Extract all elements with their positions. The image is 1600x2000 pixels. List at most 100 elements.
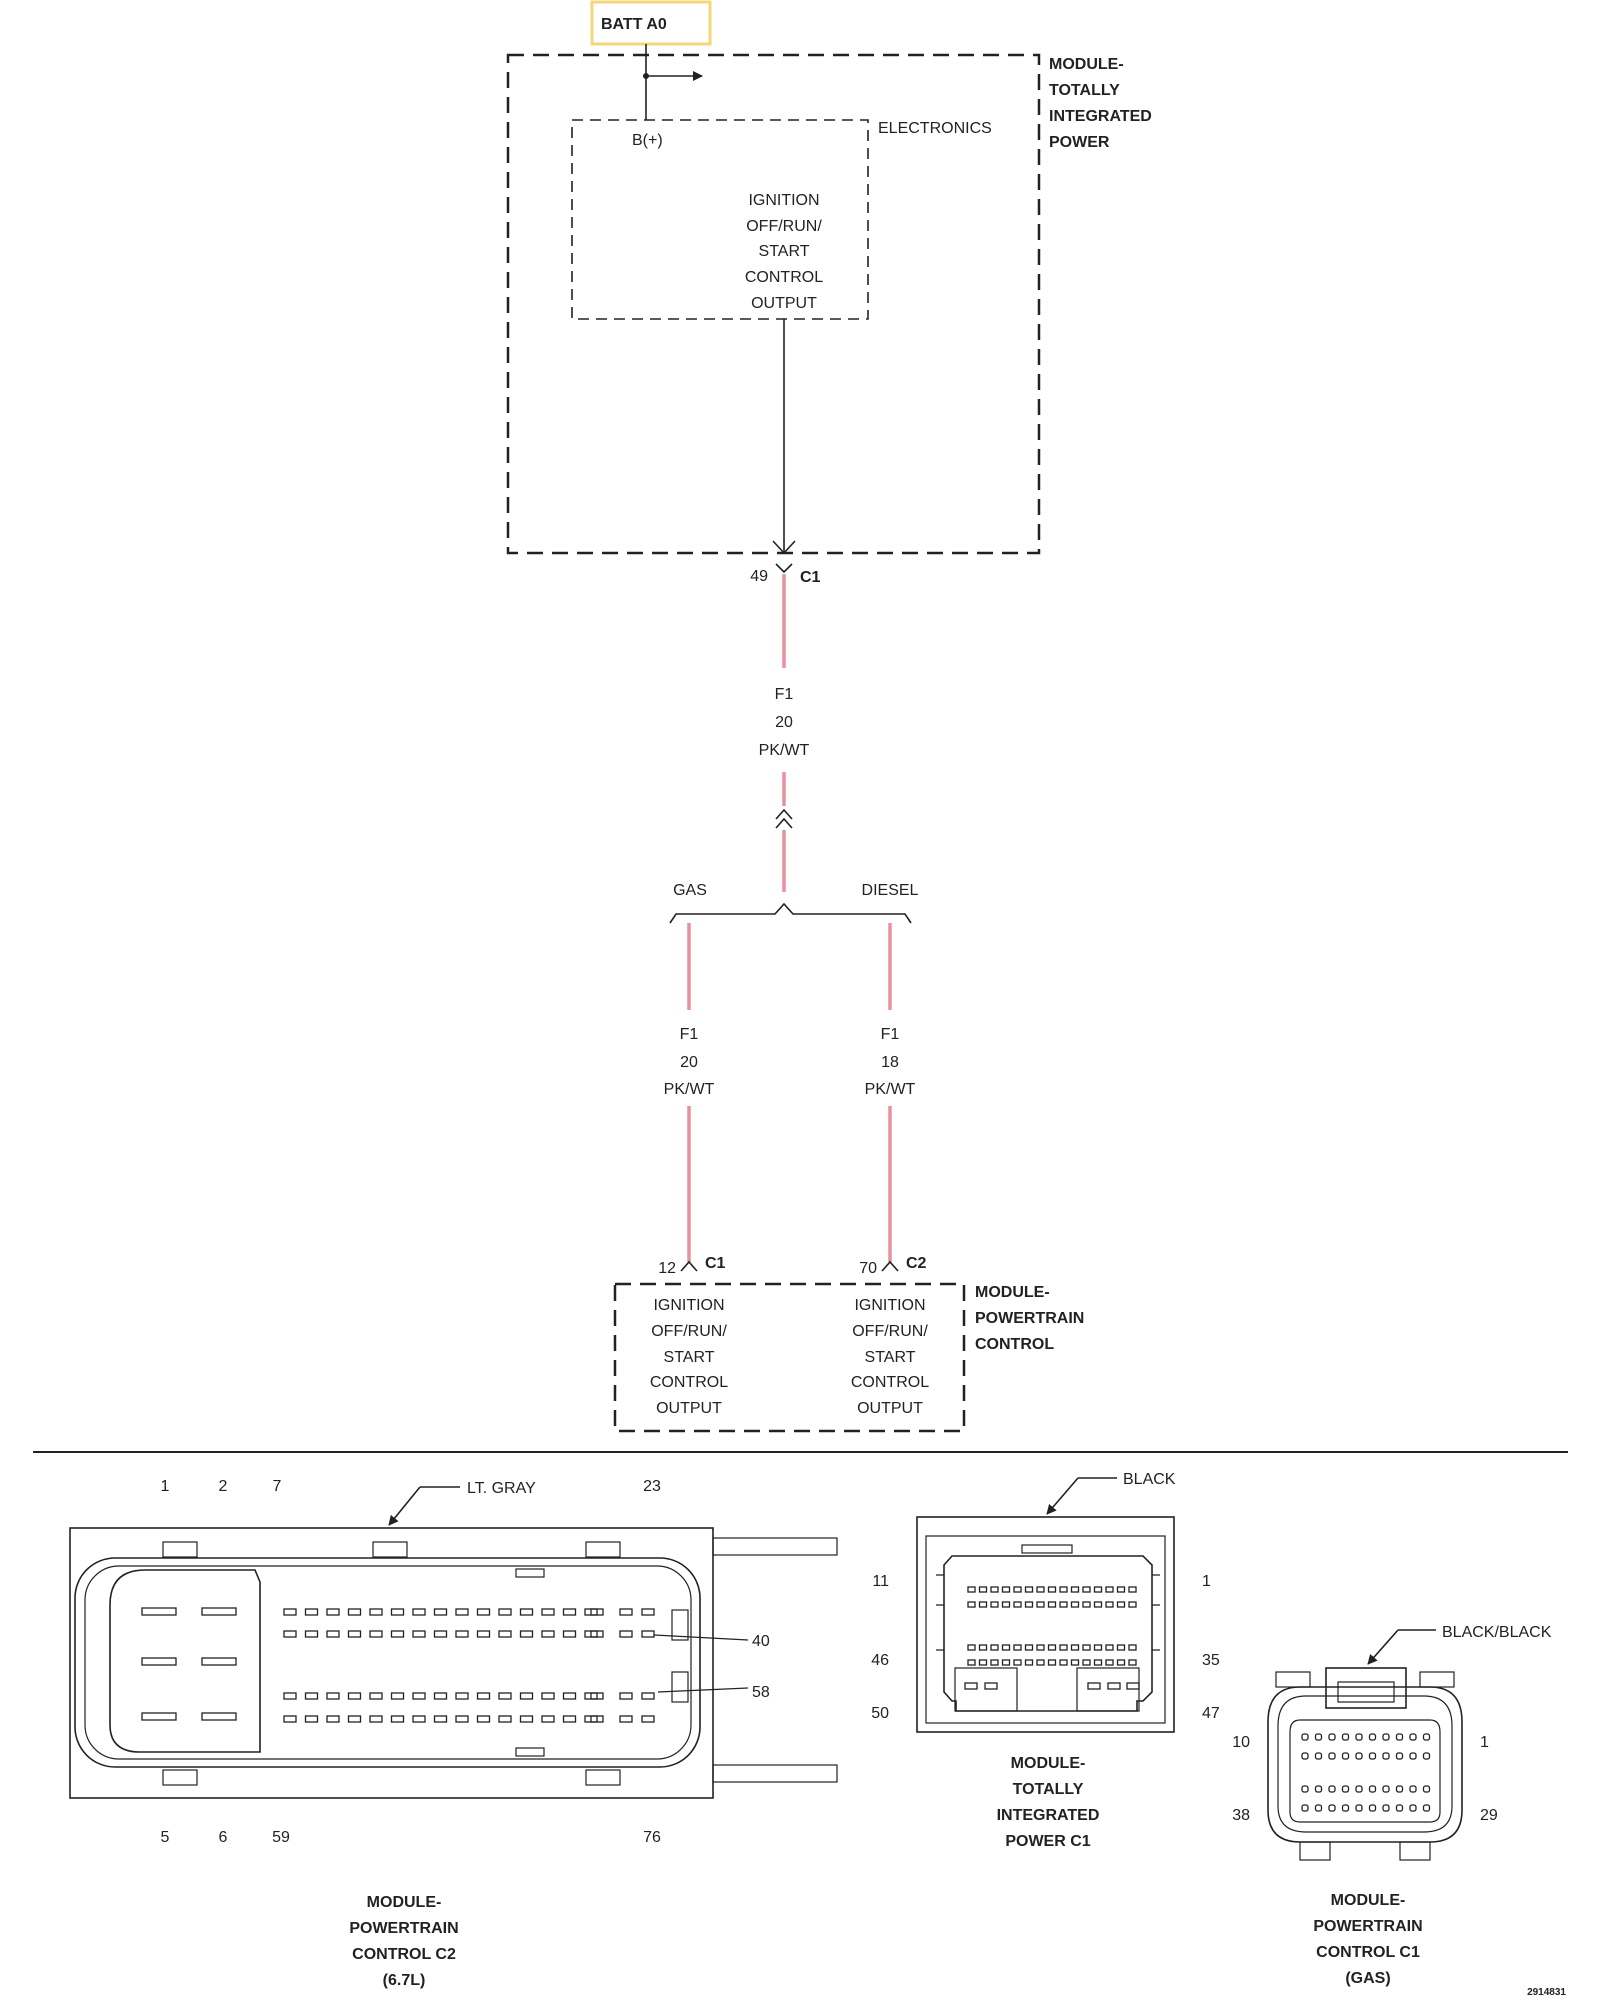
pcm-c2-cavity-pin — [619, 1715, 633, 1723]
pcm-c2-cavity-pin — [562, 1692, 577, 1700]
pcm-c1-housing-inner — [1277, 1695, 1453, 1833]
tipm-module-boundary — [506, 53, 1041, 555]
pcm-c2-cavity-pin — [619, 1608, 633, 1616]
tipm-c1-housing-outer — [916, 1516, 1175, 1733]
pcm-c2-housing-outer — [69, 1527, 714, 1799]
tipm-c1-cavity-pin — [1036, 1601, 1045, 1608]
pcm-c1-cavity-pin — [1341, 1785, 1350, 1793]
tipm-name-line-1: MODULE- — [1049, 56, 1124, 73]
pcm-c2-cavity-pin — [283, 1692, 297, 1700]
pcm-c2-caption-line-4: (6.7L) — [383, 1972, 426, 1989]
pcm-c1-cavity-pin — [1341, 1804, 1350, 1812]
pcm-c1-cavity-pin — [1409, 1733, 1417, 1741]
tipm-c1-cavity-pin — [1024, 1659, 1034, 1666]
pcm-right-output-line-2: OFF/RUN/ — [852, 1323, 928, 1340]
tipm-c1-right-pin-1: 1 — [1202, 1573, 1211, 1590]
pcm-c2-cavity-pin — [498, 1608, 512, 1616]
pcm-c2-cavity-pin — [455, 1715, 469, 1723]
pcm-c2-cavity-pin — [455, 1692, 469, 1700]
pcm-left-pin-number: 12 — [658, 1260, 676, 1277]
pcm-c2-key-bottom — [515, 1747, 545, 1757]
pcm-c1-cavity-pin — [1301, 1752, 1309, 1760]
pcm-c2-cavity-pin — [541, 1630, 555, 1638]
pcm-c2-latch-top-3 — [585, 1541, 621, 1558]
tipm-c1-keyway-right — [1152, 1574, 1160, 1651]
tipm-c1-cavity-pin — [1093, 1659, 1103, 1666]
tipm-c1-left-pin-3: 50 — [871, 1705, 889, 1722]
pcm-c1-pins — [1301, 1733, 1431, 1812]
tipm-c1-caption-line-2: TOTALLY — [1013, 1781, 1084, 1798]
pcm-c2-signal-pins — [283, 1608, 655, 1723]
tipm-output-arrowhead — [772, 540, 796, 555]
tipm-c1-latch — [1021, 1544, 1073, 1554]
tipm-c1-cavity-pin — [967, 1586, 976, 1593]
pcm-name-line-2: POWERTRAIN — [975, 1310, 1084, 1327]
pcm-c2-color-leader-diag — [388, 1486, 421, 1526]
tipm-c1-cavity-pin — [1082, 1644, 1091, 1651]
tipm-c1-cavity-pin — [964, 1682, 978, 1690]
tipm-c1-housing-inner — [925, 1535, 1166, 1724]
pcm-c2-side-pocket-1 — [671, 1609, 689, 1641]
pcm-c2-cavity-pin — [541, 1692, 555, 1700]
pcm-c1-cavity-pin — [1355, 1804, 1363, 1812]
tipm-c1-cavity-pin — [990, 1659, 999, 1666]
pcm-left-output-line-3: START — [664, 1349, 715, 1366]
electronics-label: ELECTRONICS — [878, 120, 992, 137]
pcm-c2-power-pins — [141, 1607, 237, 1721]
pcm-c1-cavity-pin — [1422, 1804, 1431, 1812]
pcm-left-output-line-1: IGNITION — [653, 1297, 724, 1314]
pcm-c2-cavity-pin — [390, 1715, 405, 1723]
pcm-c2-bottom-pin-4: 76 — [643, 1829, 661, 1846]
tipm-c1-lower-left-block — [954, 1667, 1018, 1712]
pcm-c2-cavity-pin — [369, 1630, 383, 1638]
tipm-c1-cavity-pin — [1001, 1659, 1011, 1666]
pcm-c2-cavity-pin — [590, 1715, 604, 1723]
wire-gas-color: PK/WT — [664, 1081, 715, 1098]
tipm-c1-cavity-pin — [1116, 1601, 1126, 1608]
pcm-c2-side-pin-40: 40 — [752, 1633, 770, 1650]
pcm-c2-cavity-pin — [304, 1630, 319, 1638]
figure-id: 2914831 — [1527, 1987, 1566, 1998]
wire-gas-gauge: 20 — [680, 1054, 698, 1071]
pcm-c1-cavity-pin — [1314, 1752, 1323, 1760]
electronics-boundary — [571, 119, 869, 320]
pcm-c2-cavity-pin — [498, 1715, 512, 1723]
inline-connector-symbol-lower — [775, 817, 793, 829]
tipm-c1-left-pin-1: 11 — [872, 1573, 889, 1590]
tipm-c1-cavity-pin — [1087, 1682, 1101, 1690]
pcm-c2-top-pin-1: 1 — [161, 1478, 170, 1495]
pcm-c1-cavity-pin — [1409, 1804, 1417, 1812]
pcm-c2-cavity-pin — [476, 1630, 491, 1638]
pcm-c1-caption-line-1: MODULE- — [1331, 1892, 1406, 1909]
tipm-c1-pins — [964, 1586, 1140, 1690]
pcm-c2-cavity-pin — [369, 1692, 383, 1700]
tipm-c1-cavity-pin — [1105, 1659, 1114, 1666]
batt-highlight-box — [590, 0, 712, 46]
pcm-c1-cavity-pin — [1382, 1733, 1390, 1741]
branch-diesel-label: DIESEL — [862, 882, 919, 899]
pcm-c2-cavity-pin — [641, 1608, 655, 1616]
tipm-c1-cavity-pin — [1036, 1659, 1045, 1666]
pcm-c2-cavity-pin — [347, 1715, 362, 1723]
wire-top-color: PK/WT — [759, 742, 810, 759]
tipm-c1-cavity-pin — [1093, 1644, 1103, 1651]
wire-top-circuit: F1 — [775, 686, 794, 703]
tipm-output-line-2: OFF/RUN/ — [746, 218, 822, 235]
pcm-right-pin-number: 70 — [859, 1260, 877, 1277]
tipm-c1-cavity-pin — [1093, 1601, 1103, 1608]
pcm-c1-lock-tab-inner — [1337, 1681, 1395, 1703]
tipm-c1-cavity-pin — [1047, 1659, 1057, 1666]
pcm-c2-caption-line-2: POWERTRAIN — [349, 1920, 458, 1937]
pcm-right-connector-id: C2 — [906, 1255, 927, 1272]
pcm-c1-housing-outer — [1267, 1686, 1463, 1843]
pcm-c2-cavity-pin — [304, 1715, 319, 1723]
pcm-c1-cavity-pin — [1382, 1752, 1390, 1760]
tipm-c1-cavity-pin — [1001, 1586, 1011, 1593]
tipm-c1-color-leader-diag — [1046, 1477, 1079, 1515]
tipm-c1-cavity-pin — [967, 1659, 976, 1666]
pcm-c2-cavity-pin — [412, 1715, 426, 1723]
pcm-c2-cavity-pin — [433, 1692, 448, 1700]
connector-pcm-c1-view: BLACK/BLACK 10 38 1 29 MODULE- POWERTRAI… — [1232, 1624, 1552, 1987]
pcm-c1-color-label: BLACK/BLACK — [1442, 1624, 1552, 1641]
tipm-c1-cavity-pin — [1107, 1682, 1121, 1690]
